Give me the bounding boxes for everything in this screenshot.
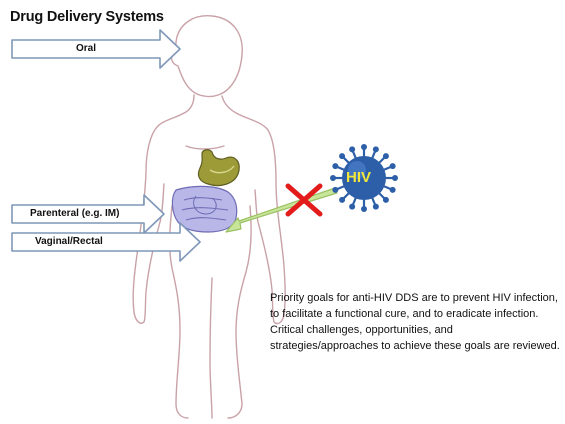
virus-spike-knob: [349, 146, 355, 152]
virus-spike-knob: [330, 175, 336, 181]
virus-spike-knob: [332, 187, 338, 193]
virus-spike-knob: [373, 146, 379, 152]
virus-spike-knob: [339, 153, 345, 159]
green-arrow: [226, 188, 337, 232]
route-label-vaginal-rectal: Vaginal/Rectal: [35, 236, 103, 247]
virus-spike-knob: [373, 204, 379, 210]
virus-spike-knob: [390, 163, 396, 169]
virus-spike-knob: [383, 153, 389, 159]
virus-spike-knob: [390, 187, 396, 193]
virus-spike-knob: [339, 197, 345, 203]
hiv-label: HIV: [346, 169, 371, 186]
virus-spike-knob: [361, 206, 367, 212]
description-text: Priority goals for anti-HIV DDS are to p…: [270, 290, 562, 354]
virus-spike-knob: [383, 197, 389, 203]
virus-spike-knob: [361, 144, 367, 150]
virus-spike-knob: [392, 175, 398, 181]
stomach-illustration: [198, 150, 239, 186]
virus-spike-knob: [332, 163, 338, 169]
route-label-oral: Oral: [76, 43, 96, 54]
virus-spike-knob: [349, 204, 355, 210]
page-title: Drug Delivery Systems: [10, 9, 164, 25]
route-label-parenteral: Parenteral (e.g. IM): [30, 208, 119, 219]
